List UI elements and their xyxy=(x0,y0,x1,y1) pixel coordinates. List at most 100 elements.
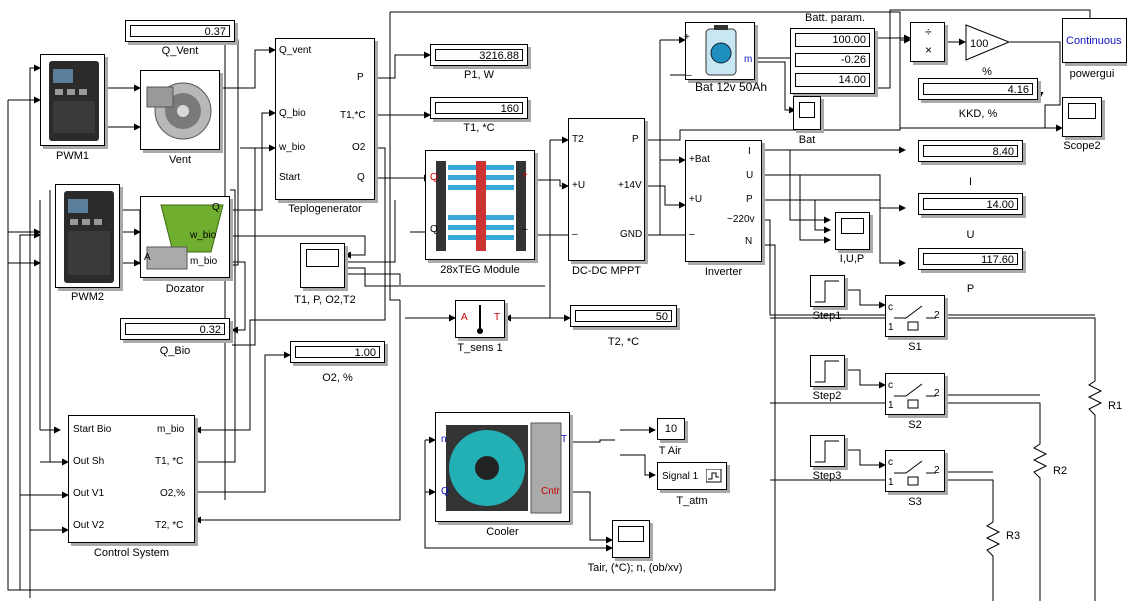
cooler-port-q: Q xyxy=(441,486,449,497)
batt-voltage-value: 14.00 xyxy=(795,73,870,87)
p-label: P xyxy=(966,283,975,295)
bat-scope-label: Bat xyxy=(798,134,816,146)
hopper-icon xyxy=(146,204,224,270)
q-bio-label: Q_Bio xyxy=(159,345,191,357)
inverter-out-220v: ~220v xyxy=(727,214,755,225)
scope2-label: Scope2 xyxy=(1063,140,1101,152)
t1-display[interactable]: 160 xyxy=(430,97,528,119)
step-icon xyxy=(815,440,839,463)
t-sens-block[interactable]: A T xyxy=(455,300,505,338)
teplo-out-p: P xyxy=(357,72,364,83)
battery-port-minus: – xyxy=(686,70,692,81)
r2-label: R2 xyxy=(1053,465,1068,477)
powergui-block[interactable]: Continuous xyxy=(1062,18,1127,63)
cooler-block[interactable] xyxy=(435,412,570,522)
inverter-out-n: N xyxy=(745,236,753,247)
q-bio-display[interactable]: 0.32 xyxy=(120,318,230,340)
dcdc-port-p: P xyxy=(632,134,639,145)
signal-builder-block[interactable]: Signal 1 xyxy=(657,462,727,490)
switch-port-1: 1 xyxy=(888,400,894,411)
i-label: I xyxy=(968,176,973,188)
o2-label: O2, % xyxy=(322,372,353,384)
step2-block[interactable] xyxy=(810,355,845,387)
kkd-display[interactable]: 4.16 xyxy=(918,78,1038,100)
dcdc-mppt-block[interactable] xyxy=(568,118,645,261)
t-atm-label: T_atm xyxy=(676,495,708,507)
ctrl-out-t1: T1, *C xyxy=(155,456,184,467)
step-icon xyxy=(815,360,839,383)
s1-label: S1 xyxy=(908,341,922,353)
scope2-block[interactable] xyxy=(1062,97,1102,137)
t1-p-o2-t2-scope[interactable] xyxy=(300,243,345,288)
breaker-icon xyxy=(894,305,936,331)
batt-soc-value: 100.00 xyxy=(795,33,870,47)
gain-block[interactable]: 100 xyxy=(965,24,1015,64)
teplo-in-w-bio: w_bio xyxy=(279,142,306,153)
teplogenerator-block[interactable] xyxy=(275,38,375,200)
teg-port-minus: – xyxy=(522,224,528,235)
dozator-block[interactable] xyxy=(140,196,230,278)
kkd-value: 4.16 xyxy=(923,83,1033,96)
t2-label: T2, *C xyxy=(607,336,640,348)
p-display[interactable]: 117.60 xyxy=(918,248,1023,270)
battery-label: Bat 12v 50Ah xyxy=(694,80,768,94)
i-value: 8.40 xyxy=(923,145,1018,158)
inverter-label: Inverter xyxy=(704,266,743,278)
dozator-port-m-bio: m_bio xyxy=(190,256,218,267)
ctrl-out-o2: O2,% xyxy=(160,488,186,499)
divide-multiply-block[interactable]: ÷ × xyxy=(910,22,945,62)
o2-display[interactable]: 1.00 xyxy=(290,341,385,363)
inverter-block[interactable] xyxy=(685,140,762,262)
step3-block[interactable] xyxy=(810,435,845,467)
pwm1-block[interactable] xyxy=(40,54,105,146)
step1-block[interactable] xyxy=(810,275,845,307)
bat-scope[interactable] xyxy=(793,96,821,130)
scope-screen xyxy=(799,102,815,118)
cooler-port-cntr: Cntr xyxy=(541,486,560,497)
ctrl-out-m-bio: m_bio xyxy=(157,424,185,435)
iup-scope[interactable] xyxy=(835,212,870,250)
resistor-r3[interactable] xyxy=(983,516,1003,562)
ctrl-in-out-v1: Out V1 xyxy=(73,488,105,499)
battery-block[interactable] xyxy=(685,22,755,80)
teplo-in-q-vent: Q_vent xyxy=(279,45,312,56)
vent-block[interactable] xyxy=(140,70,220,150)
switch-s1[interactable]: c 1 2 xyxy=(885,295,945,337)
p1-display[interactable]: 3216.88 xyxy=(430,44,528,66)
q-vent-display[interactable]: 0.37 xyxy=(125,20,235,42)
t-sens-label: T_sens 1 xyxy=(457,342,503,354)
t-sens-port-a: A xyxy=(461,312,468,323)
t-air-constant[interactable]: 10 xyxy=(657,418,685,440)
u-display[interactable]: 14.00 xyxy=(918,193,1023,215)
resistor-r2[interactable] xyxy=(1030,438,1050,484)
tair-scope[interactable] xyxy=(612,520,650,558)
powergui-label: powergui xyxy=(1069,68,1115,80)
teg-module-block[interactable] xyxy=(425,150,535,260)
switch-s2[interactable]: c 1 2 xyxy=(885,373,945,415)
cooler-port-n: n xyxy=(441,434,447,445)
dozator-port-q: Q xyxy=(212,202,220,213)
t2-display[interactable]: 50 xyxy=(570,305,677,327)
teg-port-plus: + xyxy=(522,170,528,181)
switch-port-c: c xyxy=(888,380,893,391)
dozator-port-w-bio: w_bio xyxy=(190,230,217,241)
q-vent-label: Q_Vent xyxy=(161,45,199,57)
batt-param-display[interactable]: 100.00 -0.26 14.00 xyxy=(790,28,875,94)
switch-port-1: 1 xyxy=(888,322,894,333)
resistor-r1[interactable] xyxy=(1085,375,1105,421)
switch-s3[interactable]: c 1 2 xyxy=(885,450,945,492)
teplo-in-start: Start xyxy=(279,172,301,183)
ctrl-in-start-bio: Start Bio xyxy=(73,424,112,435)
teplo-out-o2: O2 xyxy=(352,142,366,153)
control-system-block[interactable] xyxy=(68,415,195,543)
p1-value: 3216.88 xyxy=(435,49,523,62)
dcdc-port-plus-u: +U xyxy=(572,180,586,191)
switch-port-c: c xyxy=(888,302,893,313)
pwm2-block[interactable] xyxy=(55,184,120,288)
i-display[interactable]: 8.40 xyxy=(918,140,1023,162)
s2-label: S2 xyxy=(908,419,922,431)
teplo-out-q: Q xyxy=(357,172,365,183)
divide-symbol: ÷ xyxy=(925,25,932,39)
switch-port-2: 2 xyxy=(934,310,940,321)
